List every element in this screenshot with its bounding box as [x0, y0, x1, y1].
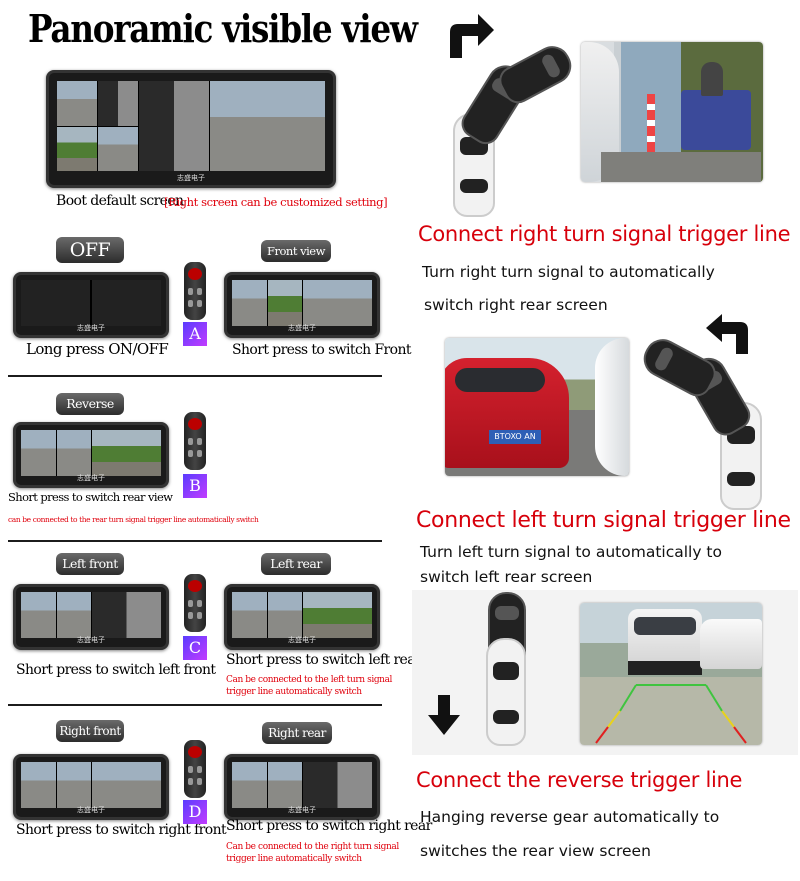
right-front-mirror-screen: 志盛电子	[13, 754, 169, 820]
reverse-line-2: switches the rear view screen	[420, 842, 651, 860]
camera-view	[267, 280, 302, 326]
left-rear-mode-label: Left rear mode	[261, 553, 331, 593]
camera-view	[92, 430, 161, 476]
right-turn-line-1: Turn right turn signal to automatically	[422, 263, 715, 281]
car-turning-right-illustration	[445, 35, 578, 220]
left-rear-note-2: trigger line automatically switch	[226, 687, 362, 697]
right-turn-arrow-icon	[450, 14, 494, 58]
letter-badge-a: A	[183, 322, 207, 346]
car-reversing-illustration	[484, 592, 528, 752]
camera-view-rear	[57, 126, 97, 171]
camera-view	[232, 762, 267, 808]
right-rear-note-2: trigger line automatically switch	[226, 854, 362, 864]
camera-view	[56, 430, 91, 476]
brand-label: 志盛电子	[77, 474, 105, 482]
right-rear-note-1: Can be connected to the right turn signa…	[226, 842, 399, 852]
reverse-camera-photo	[580, 603, 762, 745]
camera-view	[21, 430, 56, 476]
letter-badge-d: D	[183, 800, 207, 824]
right-rear-camera-photo	[581, 42, 763, 182]
left-rear-note-1: Can be connected to the left turn signal	[226, 675, 393, 685]
reverse-heading: Connect the reverse trigger line	[416, 768, 743, 792]
camera-view	[267, 762, 302, 808]
remote-control-icon	[184, 740, 206, 798]
brand-label: 志盛电子	[177, 174, 205, 182]
left-rear-camera-photo: BTOXO AN	[445, 338, 629, 476]
camera-view	[232, 592, 267, 638]
boot-caption: Boot default screen	[56, 193, 184, 209]
right-front-caption: Short press to switch right front	[16, 822, 227, 838]
reverse-line-1: Hanging reverse gear automatically to	[420, 808, 720, 826]
camera-view	[21, 592, 56, 638]
camera-view	[92, 762, 161, 808]
left-turn-arrow-icon	[706, 314, 748, 354]
letter-badge-b: B	[183, 474, 207, 498]
right-rear-caption: Short press to switch right rear	[226, 818, 432, 834]
camera-view-off-left	[21, 280, 90, 326]
remote-control-icon	[184, 262, 206, 320]
camera-view-left	[98, 81, 138, 126]
right-turn-line-2: switch right rear screen	[424, 296, 608, 314]
right-rear-mode-label: Right rear mode	[262, 722, 332, 762]
camera-view-right	[98, 126, 138, 171]
camera-view-off-right	[92, 280, 161, 326]
camera-view	[232, 280, 267, 326]
left-turn-line-2: switch left rear screen	[420, 568, 593, 586]
front-mode-label: Front view mode	[261, 240, 331, 280]
right-front-mode-label: Right front mode	[56, 720, 124, 760]
camera-view	[21, 762, 56, 808]
brand-label: 志盛电子	[288, 636, 316, 644]
camera-view-front	[57, 81, 97, 126]
right-turn-heading: Connect right turn signal trigger line	[418, 222, 791, 246]
off-mirror-screen: 志盛电子	[13, 272, 169, 338]
boot-note: [Right screen can be customized setting]	[164, 195, 388, 209]
boot-mirror-screen: 志盛电子	[46, 70, 336, 188]
brand-label: 志盛电子	[288, 324, 316, 332]
camera-view	[56, 592, 91, 638]
front-mirror-screen: 志盛电子	[224, 272, 380, 338]
brand-label: 志盛电子	[77, 636, 105, 644]
front-caption: Short press to switch Front	[232, 342, 412, 358]
section-divider	[8, 704, 382, 706]
right-rear-mirror-screen: 志盛电子	[224, 754, 380, 820]
left-front-mirror-screen: 志盛电子	[13, 584, 169, 650]
left-rear-mirror-screen: 志盛电子	[224, 584, 380, 650]
left-front-caption: Short press to switch left front	[16, 662, 216, 678]
remote-control-icon	[184, 412, 206, 470]
camera-view	[303, 762, 372, 808]
down-arrow-icon	[428, 695, 460, 735]
section-divider	[8, 540, 382, 542]
left-turn-heading: Connect left turn signal trigger line	[416, 508, 791, 533]
reverse-caption: Short press to switch rear view	[8, 490, 173, 504]
brand-label: 志盛电子	[77, 324, 105, 332]
camera-view	[267, 592, 302, 638]
camera-view-side	[139, 81, 209, 171]
left-turn-line-1: Turn left turn signal to automatically t…	[420, 543, 722, 561]
car-turning-left-illustration	[637, 330, 770, 510]
reverse-mirror-screen: 志盛电子	[13, 422, 169, 488]
camera-view	[56, 762, 91, 808]
letter-badge-c: C	[183, 636, 207, 660]
off-caption: Long press ON/OFF	[26, 340, 169, 358]
camera-view	[92, 592, 161, 638]
camera-view-wide	[210, 81, 325, 171]
camera-view	[303, 592, 372, 638]
left-rear-caption: Short press to switch left rear	[226, 652, 422, 668]
reverse-mode-label: Reverse mode	[56, 393, 124, 433]
reverse-note: can be connected to the rear turn signal…	[8, 515, 259, 524]
remote-control-icon	[184, 574, 206, 632]
license-plate: BTOXO AN	[489, 430, 541, 444]
brand-label: 志盛电子	[77, 806, 105, 814]
off-mode-label: OFF	[56, 237, 124, 263]
section-divider	[8, 375, 382, 377]
page-title: Panoramic visible view	[28, 6, 418, 51]
brand-label: 志盛电子	[288, 806, 316, 814]
camera-view	[303, 280, 372, 326]
left-front-mode-label: Left front mode	[56, 553, 124, 593]
